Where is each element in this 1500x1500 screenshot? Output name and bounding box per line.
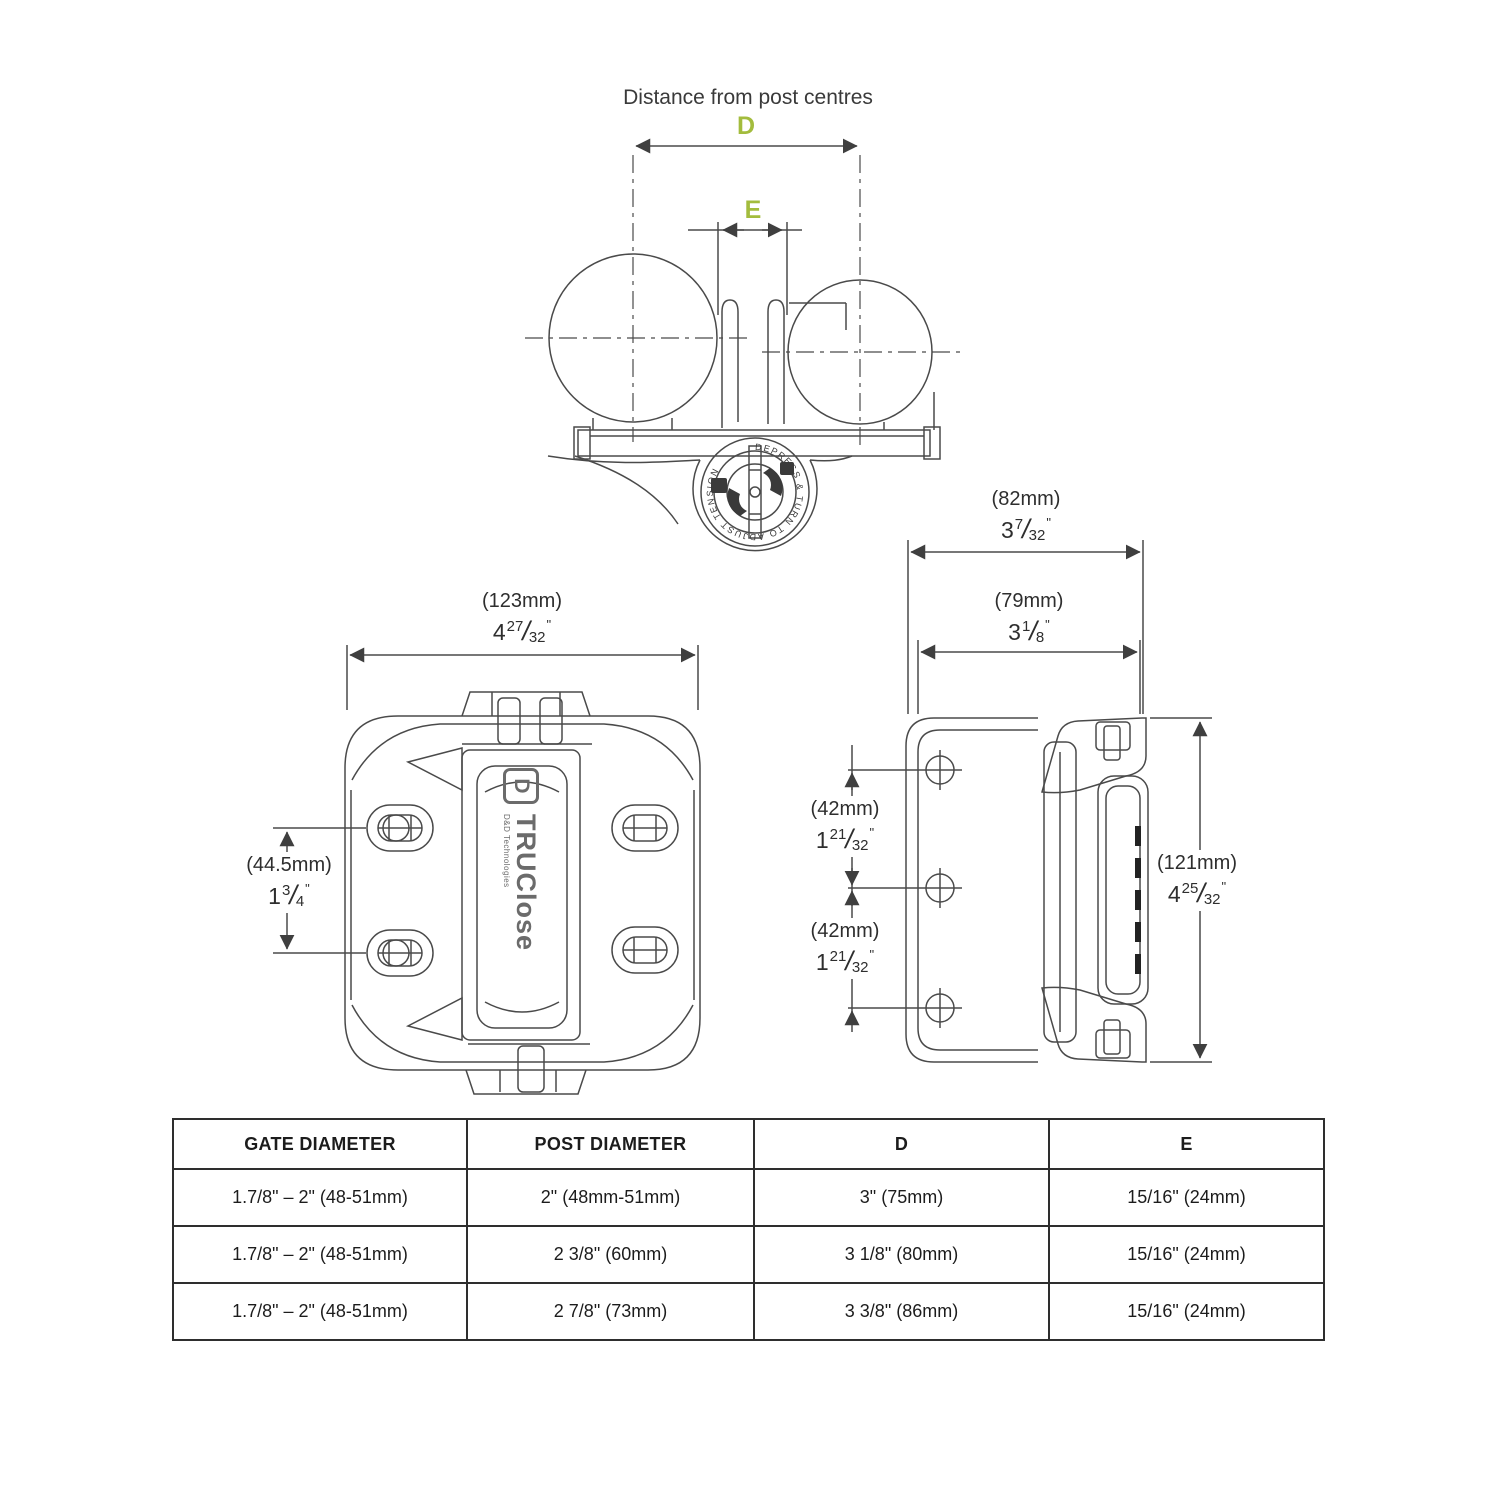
dim-front-width-label: (123mm) 42732" bbox=[482, 588, 562, 649]
hinge-jaw-right bbox=[767, 299, 785, 424]
screw-slot-bottom-left bbox=[366, 929, 434, 977]
front-view bbox=[273, 645, 701, 1095]
hinge-center-strip bbox=[461, 749, 581, 1041]
column-header-e: E bbox=[1048, 1118, 1325, 1170]
brand-subtitle: D&D Technologies bbox=[502, 814, 512, 888]
side-plate bbox=[905, 717, 1038, 1063]
tension-dial bbox=[700, 437, 810, 547]
brand-name: TRUClose bbox=[511, 814, 542, 952]
side-view bbox=[844, 540, 1212, 1063]
screw-slot-top-right bbox=[611, 804, 679, 852]
dim-label-d: D bbox=[736, 112, 756, 140]
dd-emblem-icon: D bbox=[503, 768, 539, 804]
screw-slot-bottom-right bbox=[611, 926, 679, 974]
table-row: 1.7/8" – 2" (48-51mm) 2 7/8" (73mm) 3 3/… bbox=[172, 1282, 1325, 1341]
column-header-post-diameter: POST DIAMETER bbox=[466, 1118, 755, 1170]
dim-label-e: E bbox=[744, 196, 762, 224]
hinge-body-front bbox=[344, 715, 701, 1071]
mount-plate bbox=[577, 429, 931, 457]
table-cell: 1.7/8" – 2" (48-51mm) bbox=[172, 1282, 468, 1341]
dim-front-holes-label: (44.5mm) 134" bbox=[242, 852, 336, 914]
centerlines bbox=[525, 155, 965, 448]
table-cell: 15/16" (24mm) bbox=[1048, 1225, 1325, 1284]
dim-side-plate-label: (79mm) 318" bbox=[995, 588, 1064, 649]
table-row: 1.7/8" – 2" (48-51mm) 2" (48mm-51mm) 3" … bbox=[172, 1168, 1325, 1227]
table-header-row: GATE DIAMETER POST DIAMETER D E bbox=[172, 1118, 1325, 1170]
dial-shroud bbox=[692, 459, 818, 552]
table-cell: 15/16" (24mm) bbox=[1048, 1168, 1325, 1227]
hinge-jaw-left bbox=[721, 299, 739, 428]
dim-side-depth-label: (82mm) 3732" bbox=[992, 486, 1061, 547]
spring-housing bbox=[1097, 775, 1149, 1005]
table-row: 1.7/8" – 2" (48-51mm) 2 3/8" (60mm) 3 1/… bbox=[172, 1225, 1325, 1284]
dim-side-hole-bottom-label: (42mm) 12132" bbox=[806, 918, 884, 980]
table-cell: 15/16" (24mm) bbox=[1048, 1282, 1325, 1341]
diagram-title: Distance from post centres bbox=[623, 86, 873, 109]
column-header-d: D bbox=[753, 1118, 1050, 1170]
spec-table: GATE DIAMETER POST DIAMETER D E 1.7/8" –… bbox=[172, 1118, 1325, 1341]
table-cell: 1.7/8" – 2" (48-51mm) bbox=[172, 1168, 468, 1227]
table-cell: 3 1/8" (80mm) bbox=[753, 1225, 1050, 1284]
table-cell: 2 3/8" (60mm) bbox=[466, 1225, 755, 1284]
table-cell: 2 7/8" (73mm) bbox=[466, 1282, 755, 1341]
truclose-logo: D TRUClose D&D Technologies bbox=[498, 768, 544, 1022]
column-header-gate-diameter: GATE DIAMETER bbox=[172, 1118, 468, 1170]
dim-side-height-label: (121mm) 42532" bbox=[1152, 850, 1242, 912]
table-cell: 3 3/8" (86mm) bbox=[753, 1282, 1050, 1341]
table-cell: 2" (48mm-51mm) bbox=[466, 1168, 755, 1227]
dim-side-hole-top-label: (42mm) 12132" bbox=[806, 796, 884, 858]
table-cell: 3" (75mm) bbox=[753, 1168, 1050, 1227]
table-cell: 1.7/8" – 2" (48-51mm) bbox=[172, 1225, 468, 1284]
side-screw-holes bbox=[848, 750, 962, 1028]
screw-slot-top-left bbox=[366, 804, 434, 852]
